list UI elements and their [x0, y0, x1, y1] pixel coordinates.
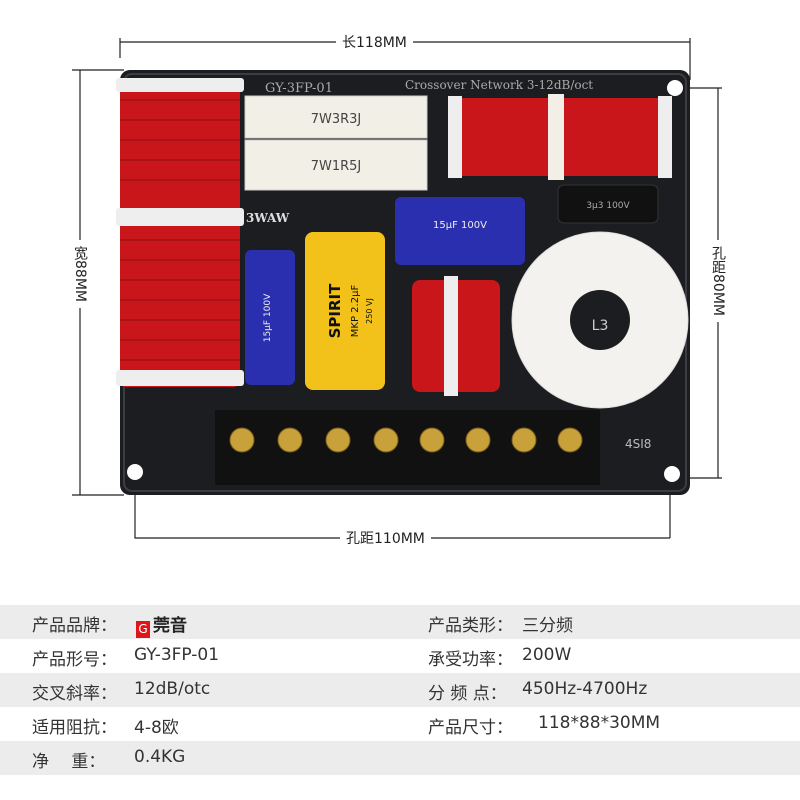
- spec-label: 交叉斜率：: [32, 684, 117, 704]
- svg-text:3µ3 100V: 3µ3 100V: [586, 201, 630, 211]
- crossover-board-illustration: GY-3FP-01 7W3R3J 7W1R5J 3WAW Crossover N…: [72, 38, 722, 539]
- terminal-block: [215, 410, 600, 485]
- svg-text:GY-3FP-01: GY-3FP-01: [265, 81, 333, 96]
- mount-hole: [664, 466, 680, 482]
- spec-label: 适用阻抗：: [32, 718, 117, 738]
- svg-text:SPIRIT: SPIRIT: [326, 283, 344, 339]
- spec-value: GY-3FP-01: [134, 645, 220, 665]
- svg-text:Crossover Network 3-12dB/oct: Crossover Network 3-12dB/oct: [405, 78, 593, 92]
- resistor: [244, 139, 428, 191]
- spec-value: 450Hz-4700Hz: [522, 679, 648, 699]
- spec-value: 4-8欧: [134, 718, 179, 738]
- inductor-coil-large: [116, 78, 244, 387]
- capacitor-spirit: SPIRIT MKP 2.2µF 250 VJ: [305, 232, 385, 390]
- spec-value: 0.4KG: [134, 747, 186, 767]
- resistor: [244, 95, 428, 139]
- svg-text:15µF 100V: 15µF 100V: [433, 220, 487, 231]
- spec-row: 净 重： 0.4KG: [0, 741, 800, 775]
- spec-row: 适用阻抗： 4-8欧 产品尺寸： 118*88*30MM: [0, 707, 800, 741]
- spec-value: 200W: [522, 645, 572, 665]
- svg-text:3WAW: 3WAW: [246, 211, 290, 225]
- inductor-coil-l3: L3: [511, 231, 689, 409]
- spec-value: 12dB/otc: [134, 679, 211, 699]
- spec-label: 产品类形：: [428, 616, 513, 636]
- svg-text:7W3R3J: 7W3R3J: [311, 112, 362, 127]
- spec-label: 产品品牌：: [32, 616, 117, 636]
- svg-text:250 VJ: 250 VJ: [365, 298, 374, 324]
- capacitor-blue: [395, 197, 525, 265]
- spec-label: 产品形号：: [32, 650, 117, 670]
- width-dimension-label: 宽88MM: [70, 240, 90, 308]
- spec-value: 三分频: [522, 616, 573, 636]
- svg-text:MKP 2.2µF: MKP 2.2µF: [350, 285, 361, 338]
- inductor-coil-top: [448, 94, 672, 180]
- spec-label: 承受功率：: [428, 650, 513, 670]
- spec-label: 分 频 点：: [428, 684, 507, 704]
- mount-hole: [127, 464, 143, 480]
- hole-vertical-dimension-label: 孔距80MM: [708, 240, 728, 322]
- length-dimension-label: 长118MM: [336, 32, 413, 52]
- spec-label: 产品尺寸：: [428, 718, 513, 738]
- spec-row: 交叉斜率： 12dB/otc 分 频 点： 450Hz-4700Hz: [0, 673, 800, 707]
- svg-text:L3: L3: [592, 318, 609, 334]
- spec-row: 产品形号： GY-3FP-01 承受功率： 200W: [0, 639, 800, 673]
- svg-text:7W1R5J: 7W1R5J: [311, 159, 362, 174]
- capacitor-small: [557, 184, 659, 224]
- spec-value: 118*88*30MM: [538, 713, 661, 733]
- mount-hole: [667, 80, 683, 96]
- hole-horizontal-dimension-label: 孔距110MM: [340, 528, 431, 548]
- svg-text:15µF 100V: 15µF 100V: [263, 293, 273, 342]
- svg-text:4SI8: 4SI8: [625, 437, 651, 451]
- capacitor-blue: [245, 250, 295, 385]
- brand-logo-icon: G: [136, 621, 150, 638]
- spec-label: 净 重：: [32, 752, 106, 772]
